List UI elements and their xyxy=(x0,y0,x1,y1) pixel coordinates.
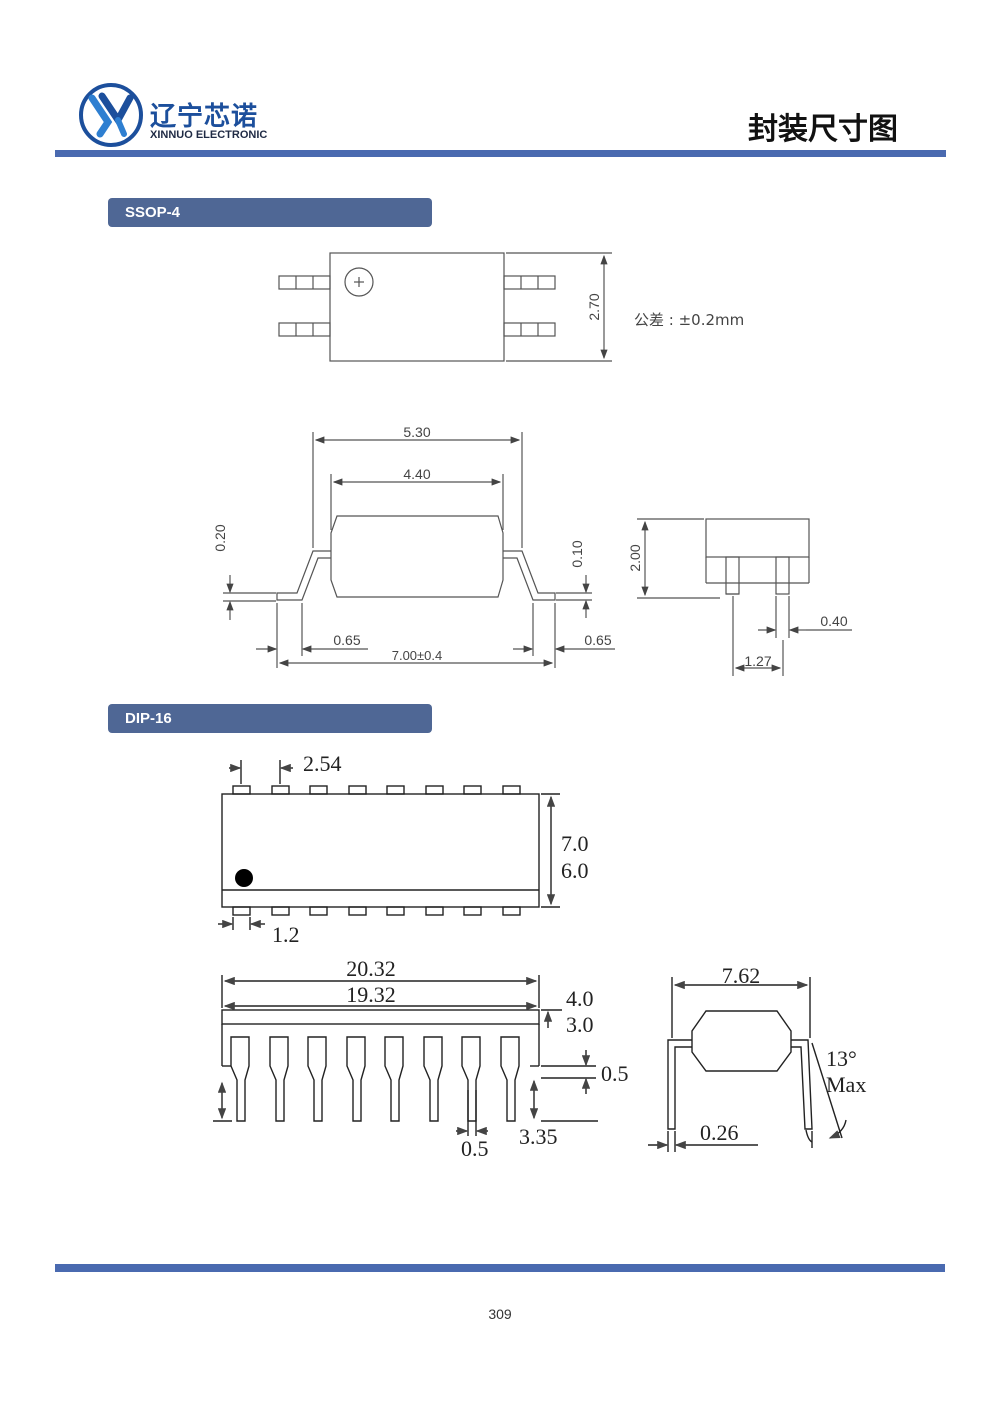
ssop4-top-view xyxy=(278,252,612,362)
header-rule xyxy=(55,150,946,157)
ssop4-overall-width-label: 5.30 xyxy=(403,424,430,440)
dip16-end-body xyxy=(691,1010,792,1072)
ssop4-lead xyxy=(278,275,331,290)
dip16-length-min-label: 19.32 xyxy=(346,982,396,1007)
page-number: 309 xyxy=(488,1306,512,1322)
ssop4-end-view xyxy=(637,518,852,676)
dip16-pad xyxy=(232,906,251,916)
dip16-pad xyxy=(463,785,482,795)
dip16-lead-width-label: 0.5 xyxy=(461,1136,489,1161)
dip16-pad xyxy=(232,785,251,795)
dip16-pad xyxy=(348,785,367,795)
footer-rule xyxy=(55,1264,945,1272)
section-bar-dip16: DIP-16 xyxy=(108,704,432,733)
ssop4-lead xyxy=(278,322,331,337)
dip16-side-top xyxy=(221,1009,540,1025)
ssop4-side-body xyxy=(330,515,504,598)
ssop4-side-lead-right xyxy=(503,550,556,601)
ssop4-lead xyxy=(503,322,556,337)
ssop4-lead-thickness-label: 0.10 xyxy=(569,540,585,567)
dip16-width-min-label: 6.0 xyxy=(561,858,589,883)
dip16-pad-label: 1.2 xyxy=(272,922,300,947)
dip16-angle-label: 13° xyxy=(826,1046,857,1071)
dip16-pad xyxy=(271,906,290,916)
dip16-end-lead-left xyxy=(667,1039,692,1130)
ssop4-end-height-label: 2.00 xyxy=(627,544,643,571)
ssop4-lead-right-label: 0.65 xyxy=(584,632,611,648)
ssop4-end-pitch-label: 1.27 xyxy=(744,653,771,669)
dip16-pad xyxy=(425,785,444,795)
dip16-pad xyxy=(502,906,521,916)
dip16-standoff-label: 0.5 xyxy=(601,1061,629,1086)
ssop4-lead-left-label: 0.65 xyxy=(333,632,360,648)
dip16-height-min-label: 3.0 xyxy=(566,1012,594,1037)
dip16-body-outline xyxy=(221,793,540,908)
page-title: 封装尺寸图 xyxy=(748,112,898,147)
logo-company-name: 辽宁芯诺 xyxy=(150,102,259,132)
ssop4-lead-offset-label: 0.20 xyxy=(212,524,228,551)
dip16-pad xyxy=(309,785,328,795)
ssop4-end-lead xyxy=(775,556,790,595)
ssop4-end-lead xyxy=(725,556,740,595)
ssop4-body-outline xyxy=(329,252,505,362)
dip16-pitch-label: 2.54 xyxy=(303,751,342,776)
dip16-lead-length-label: 3.35 xyxy=(519,1124,558,1149)
dip16-side-view xyxy=(213,975,598,1136)
ssop4-side-lead-left xyxy=(276,550,331,601)
pin1-dot-icon xyxy=(235,869,253,887)
dip16-pad xyxy=(502,785,521,795)
dip16-height-max-label: 4.0 xyxy=(566,986,594,1011)
dip16-lead-thickness-label: 0.26 xyxy=(700,1120,739,1145)
ssop4-body-width-label: 4.40 xyxy=(403,466,430,482)
section-bar-ssop4: SSOP-4 xyxy=(108,198,432,227)
ssop4-lead xyxy=(503,275,556,290)
dip16-end-view xyxy=(648,977,847,1152)
ssop4-height-label: 2.70 xyxy=(586,293,602,320)
dip16-side-leads xyxy=(230,1036,520,1122)
pin1-marker-icon xyxy=(344,267,374,297)
dip16-pad xyxy=(386,906,405,916)
dip16-pad xyxy=(386,785,405,795)
dip16-pad xyxy=(425,906,444,916)
logo-company-english: XINNUO ELECTRONIC xyxy=(150,129,268,141)
ssop4-end-body xyxy=(705,518,810,558)
dip16-pad xyxy=(463,906,482,916)
dip16-pad xyxy=(271,785,290,795)
ssop4-side-view xyxy=(223,432,615,668)
dip16-pad xyxy=(309,906,328,916)
dip16-width-max-label: 7.0 xyxy=(561,831,589,856)
ssop4-tolerance-note: 公差 : ±0.2mm xyxy=(634,311,744,329)
dip16-end-lead-right xyxy=(791,1039,813,1130)
xn-logo-icon xyxy=(79,83,143,147)
ssop4-lead-span-label: 7.00±0.4 xyxy=(392,648,443,663)
ssop4-end-lead-width-label: 0.40 xyxy=(820,613,847,629)
dip16-top-view xyxy=(218,760,560,930)
dip16-angle-max-label: Max xyxy=(826,1072,866,1097)
dip16-row-spacing-label: 7.62 xyxy=(722,963,761,988)
dip16-length-max-label: 20.32 xyxy=(346,956,396,981)
dip16-pad xyxy=(348,906,367,916)
